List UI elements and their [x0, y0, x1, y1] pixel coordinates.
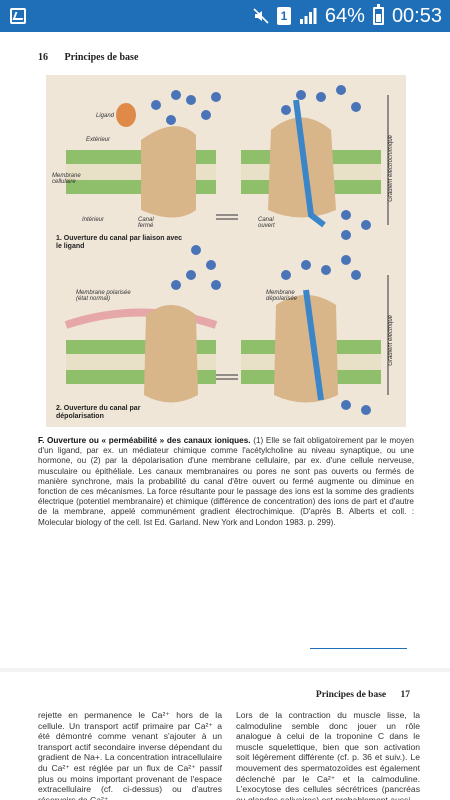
page2-header: Principes de base 17 — [316, 690, 410, 700]
page-number: 16 — [38, 52, 48, 63]
page2-column-left: rejette en permanence le Ca²⁺ hors de la… — [38, 710, 222, 800]
ions-top — [151, 85, 371, 240]
sim-icon: 1 — [276, 7, 291, 25]
label-canal-ouvert: Canal ouvert — [258, 217, 275, 229]
caption-body: (1) Elle se fait obligatoirement par le … — [38, 436, 414, 527]
voltage-channel-open — [274, 295, 338, 403]
figure-caption: F. Ouverture ou « perméabilité » des can… — [38, 436, 414, 528]
label-interieur: Intérieur — [82, 217, 105, 223]
label-canal-ferme: Canal fermé — [138, 217, 154, 229]
status-bar: 1 64% 00:53 — [0, 0, 450, 32]
signal-icon — [299, 8, 317, 24]
page-header: 16 Principes de base — [38, 52, 138, 63]
battery-icon — [372, 4, 384, 25]
page-separator — [0, 668, 450, 672]
page2-number: 17 — [400, 690, 411, 700]
page2-running-title: Principes de base — [315, 690, 387, 700]
label-membrane-polarisee: Membrane polarisée (état normal) — [76, 290, 131, 302]
figure-illustration — [64, 85, 389, 415]
running-title: Principes de base — [64, 52, 139, 63]
ligand-shape — [116, 103, 136, 127]
mute-icon — [253, 8, 269, 24]
ion-channel-figure: Ligand Extérieur Membrane cellulaire Int… — [46, 75, 406, 427]
panel2-title: 2. Ouverture du canal par dépolarisation — [56, 405, 141, 420]
gallery-notification-icon — [10, 8, 26, 24]
label-gradient-electrochimique: Gradient électrochimique — [388, 135, 394, 202]
clock: 00:53 — [391, 4, 442, 27]
ions-bottom — [171, 245, 371, 415]
closed-channel-protein — [141, 126, 196, 218]
label-membrane-depolarisee: Membrane dépolarisée — [266, 290, 298, 302]
page2-column-right: Lors de la contraction du muscle lisse, … — [236, 710, 420, 800]
label-exterieur: Extérieur — [86, 137, 111, 143]
label-gradient-electrique: Gradient électrique — [388, 315, 394, 366]
label-ligand: Ligand — [96, 113, 115, 119]
caption-lead: F. Ouverture ou « perméabilité » des can… — [38, 436, 251, 445]
label-membrane: Membrane cellulaire — [52, 173, 81, 185]
panel1-title: 1. Ouverture du canal par liaison avec l… — [56, 235, 183, 250]
voltage-channel-closed — [144, 305, 198, 403]
battery-percentage: 64% — [324, 4, 365, 27]
scroll-indicator-line — [310, 648, 407, 649]
